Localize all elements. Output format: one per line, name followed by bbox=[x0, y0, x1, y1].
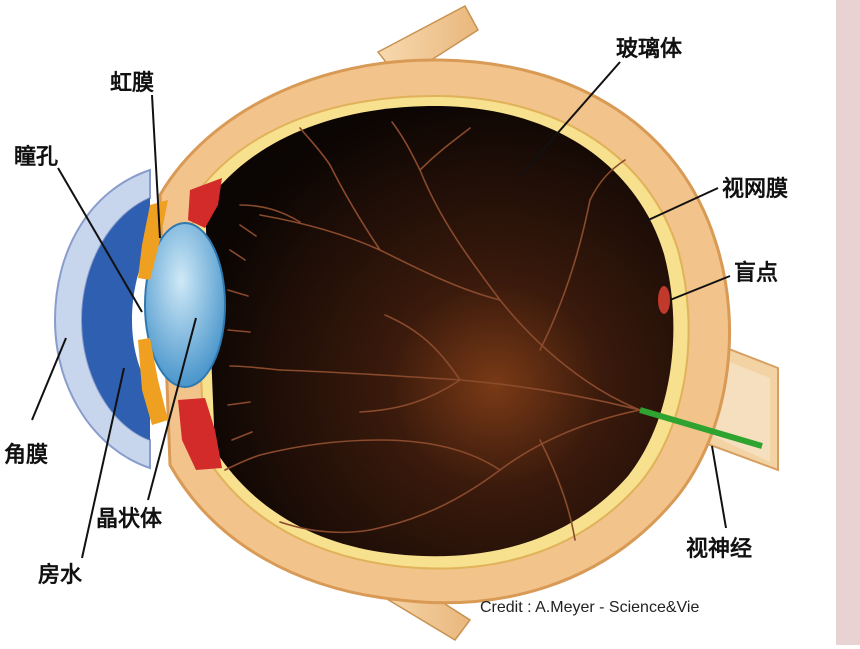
label-lens: 晶状体 bbox=[96, 507, 163, 532]
label-vitreous-body: 玻璃体 bbox=[616, 36, 683, 62]
ciliary-body-upper bbox=[188, 178, 222, 228]
ciliary-body-lower bbox=[178, 398, 222, 470]
anterior-chamber bbox=[82, 198, 150, 440]
label-iris: 虹膜 bbox=[110, 71, 154, 96]
label-blind-spot: 盲点 bbox=[734, 260, 778, 286]
label-cornea: 角膜 bbox=[4, 442, 48, 468]
blood-vessels bbox=[224, 121, 641, 541]
iris-lower bbox=[138, 338, 168, 425]
iris-upper bbox=[138, 200, 168, 280]
pointer-lines bbox=[31, 61, 731, 559]
credit-text: Credit : A.Meyer - Science&Vie bbox=[480, 599, 699, 616]
lens bbox=[144, 222, 226, 388]
side-texture-strip bbox=[836, 0, 860, 645]
optic-nerve bbox=[639, 407, 763, 449]
vitreous-interior bbox=[205, 105, 674, 557]
label-pupil: 瞳孔 bbox=[14, 144, 58, 170]
label-aqueous-humor: 房水 bbox=[38, 562, 83, 588]
blind-spot-disc bbox=[658, 286, 670, 314]
label-retina: 视网膜 bbox=[722, 176, 788, 202]
label-optic-nerve: 视神经 bbox=[686, 536, 752, 562]
